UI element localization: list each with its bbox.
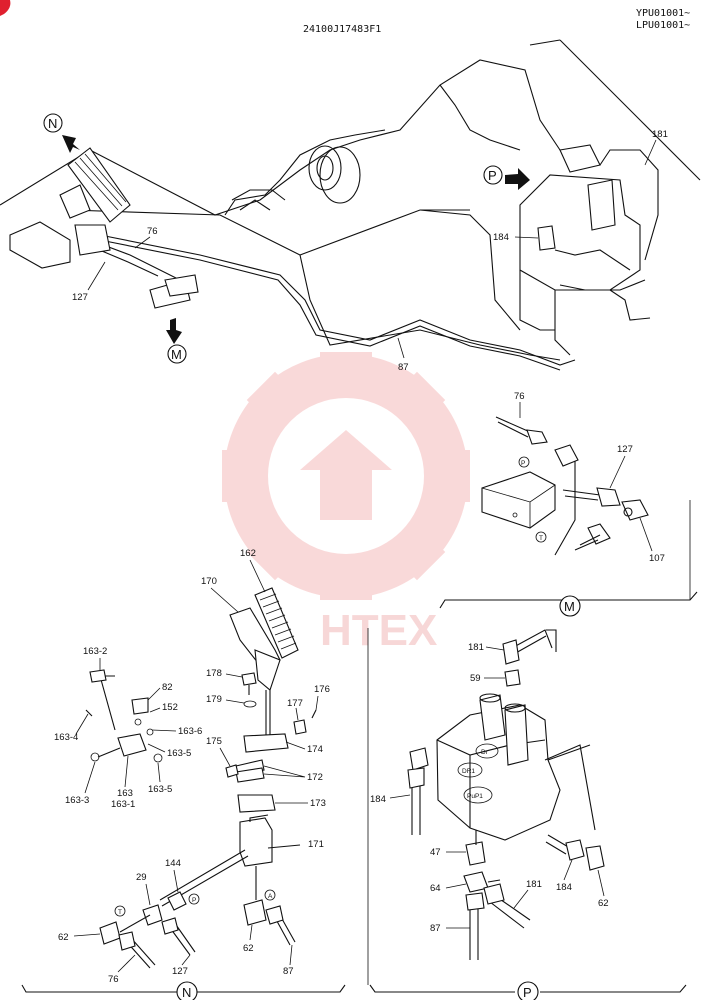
- svg-text:A: A: [268, 893, 273, 900]
- port-markers-n: T P A: [114, 889, 276, 917]
- label-76-overview: 76: [147, 226, 158, 237]
- view-marker-m-detail: M: [559, 595, 581, 617]
- selector-block-m: [481, 471, 556, 529]
- watermark-text: HTEX: [320, 606, 437, 655]
- label-171: 171: [308, 839, 324, 850]
- label-184-overview: 184: [493, 232, 509, 243]
- pedal-162: [254, 587, 299, 659]
- label-181-top: 181: [468, 642, 484, 653]
- label-127-overview: 127: [72, 292, 88, 303]
- port-markers-p: Dr DR1 PuP1: [457, 743, 499, 804]
- label-163-1: 163-1: [111, 799, 135, 810]
- port-p-m: P: [521, 460, 525, 467]
- label-87-overview: 87: [398, 362, 409, 373]
- label-163-2: 163-2: [83, 646, 107, 657]
- detail-p-labels: 181 59 184 47 64 87 181 184 62: [370, 642, 609, 934]
- label-127-n: 127: [172, 966, 188, 977]
- label-62-lower: 62: [243, 943, 254, 954]
- svg-text:M: M: [564, 599, 575, 614]
- label-181-lower: 181: [526, 879, 542, 890]
- drawing-number: 24100J17483F1: [303, 24, 381, 35]
- serial-range-1: YPU01001~: [636, 8, 690, 19]
- watermark-gear: [222, 352, 470, 600]
- label-162: 162: [240, 548, 256, 559]
- serial-range-2: LPU01001~: [636, 20, 690, 31]
- detail-m: [439, 416, 698, 609]
- view-marker-n-top: N: [43, 113, 80, 153]
- svg-text:DR1: DR1: [462, 768, 475, 775]
- label-181-overview: 181: [652, 129, 668, 140]
- label-175: 175: [206, 736, 222, 747]
- port-t-m: T: [539, 535, 543, 542]
- svg-text:PuP1: PuP1: [467, 793, 483, 800]
- label-87-n: 87: [283, 966, 294, 977]
- svg-text:N: N: [182, 985, 191, 1000]
- label-76-n: 76: [108, 974, 119, 985]
- label-163-4: 163-4: [54, 732, 78, 743]
- label-144: 144: [165, 858, 181, 869]
- label-172: 172: [307, 772, 323, 783]
- label-163-3: 163-3: [65, 795, 89, 806]
- label-163-5b: 163-5: [148, 784, 172, 795]
- corner-mark: [0, 0, 11, 16]
- label-179: 179: [206, 694, 222, 705]
- block-171: [239, 817, 273, 867]
- svg-text:P: P: [192, 897, 196, 904]
- view-marker-m-top: M: [166, 318, 187, 364]
- label-163-5a: 163-5: [167, 748, 191, 759]
- svg-text:N: N: [48, 116, 57, 131]
- label-184-left: 184: [370, 794, 386, 805]
- label-107-m: 107: [649, 553, 665, 564]
- label-87-p: 87: [430, 923, 441, 934]
- label-174: 174: [307, 744, 323, 755]
- valve-block-p: [436, 704, 561, 841]
- label-82: 82: [162, 682, 173, 693]
- label-163: 163: [117, 788, 133, 799]
- label-62-p: 62: [598, 898, 609, 909]
- label-29: 29: [136, 872, 147, 883]
- pedal-n-overview: [67, 147, 131, 223]
- bracket-163: [117, 733, 147, 757]
- label-47: 47: [430, 847, 441, 858]
- label-170: 170: [201, 576, 217, 587]
- label-127-m: 127: [617, 444, 633, 455]
- machine-overview: [0, 39, 701, 371]
- svg-text:T: T: [118, 909, 122, 916]
- label-59: 59: [470, 673, 481, 684]
- label-163-6: 163-6: [178, 726, 202, 737]
- view-marker-p-top: P: [483, 165, 530, 190]
- detail-p: [369, 629, 687, 993]
- svg-text:P: P: [523, 985, 532, 1000]
- label-177: 177: [287, 698, 303, 709]
- detail-n: [21, 587, 346, 993]
- view-marker-p-detail: P: [517, 981, 539, 1000]
- view-marker-n-detail: N: [176, 981, 198, 1000]
- label-178: 178: [206, 668, 222, 679]
- svg-text:Dr: Dr: [481, 749, 489, 756]
- label-62-left: 62: [58, 932, 69, 943]
- svg-text:M: M: [171, 347, 182, 362]
- detail-n-labels: 162 170 163-2 82 178 179 152 177 176 163…: [54, 548, 330, 985]
- label-64: 64: [430, 883, 441, 894]
- label-184-right: 184: [556, 882, 572, 893]
- label-76-m: 76: [514, 391, 525, 402]
- label-176: 176: [314, 684, 330, 695]
- label-173: 173: [310, 798, 326, 809]
- label-152: 152: [162, 702, 178, 713]
- svg-text:P: P: [488, 168, 497, 183]
